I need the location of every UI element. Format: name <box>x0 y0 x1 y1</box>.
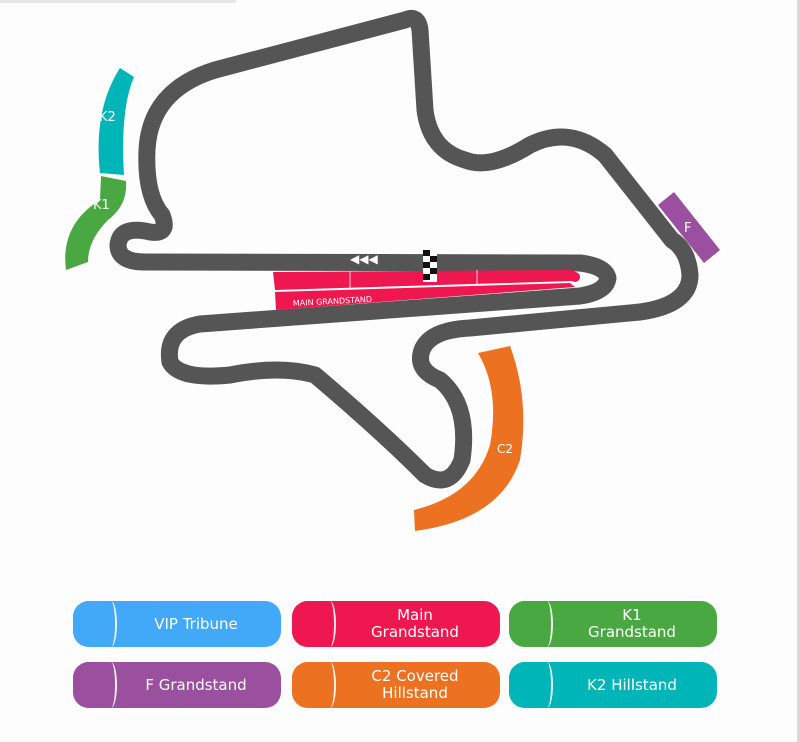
legend-label: K1 Grandstand <box>588 606 676 641</box>
k1-label: K1 <box>93 198 110 213</box>
legend-item-k1-grandstand[interactable]: K1 Grandstand <box>509 601 717 647</box>
legend-swatch <box>73 601 117 647</box>
legend-label: K2 Hillstand <box>587 675 677 694</box>
legend-swatch <box>292 662 336 708</box>
race-track <box>109 9 699 489</box>
top-edge-bar <box>0 0 236 3</box>
k2-label: K2 <box>99 110 116 125</box>
legend-swatch <box>292 601 336 647</box>
start-finish-flag-icon <box>423 250 437 282</box>
legend-item-k2-hillstand[interactable]: K2 Hillstand <box>509 662 717 708</box>
legend-item-c2-covered-hillstand[interactable]: C2 Covered Hillstand <box>292 662 500 708</box>
k2-hillstand-area[interactable]: K2 <box>98 68 134 175</box>
race-direction-icon: ◀◀◀ <box>350 252 378 266</box>
legend-swatch <box>509 601 553 647</box>
f-grandstand-area[interactable]: F <box>658 192 720 263</box>
legend-label: VIP Tribune <box>154 614 238 633</box>
c2-label: C2 <box>497 442 513 456</box>
c2-hillstand-area[interactable]: C2 <box>414 346 524 531</box>
legend-label: C2 Covered Hillstand <box>371 667 459 702</box>
legend-label: Main Grandstand <box>371 606 459 641</box>
f-label: F <box>684 221 691 236</box>
scrollbar[interactable] <box>797 0 800 742</box>
legend-swatch <box>509 662 553 708</box>
legend-item-vip-tribune[interactable]: VIP Tribune <box>73 601 281 647</box>
k1-grandstand-area[interactable]: K1 <box>65 176 127 270</box>
legend-swatch <box>73 662 117 708</box>
main-grandstand-label: MAIN GRANDSTAND <box>293 295 373 308</box>
legend-item-main-grandstand[interactable]: Main Grandstand <box>292 601 500 647</box>
legend-item-f-grandstand[interactable]: F Grandstand <box>73 662 281 708</box>
legend-label: F Grandstand <box>145 675 247 694</box>
